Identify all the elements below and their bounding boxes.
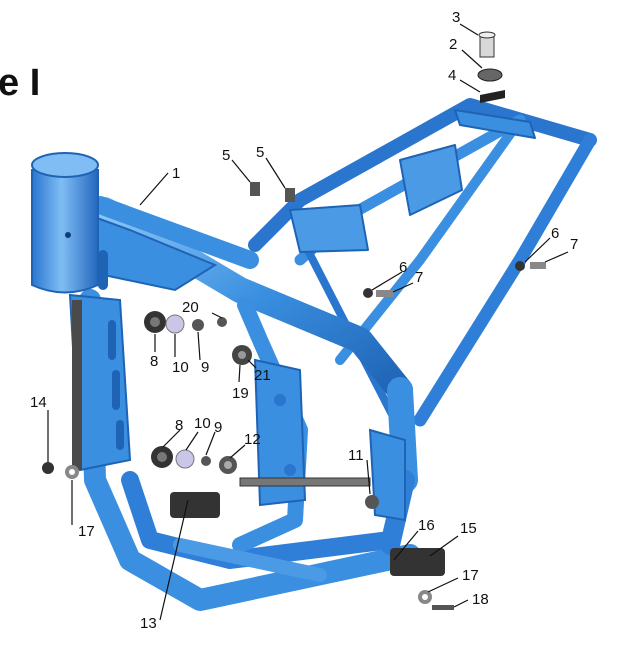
- callout-15: 15: [460, 520, 477, 537]
- callout-6b: 6: [399, 259, 407, 276]
- callout-1: 1: [172, 165, 180, 182]
- callout-6a: 6: [551, 225, 559, 242]
- callout-5b: 5: [256, 144, 264, 161]
- callout-21: 21: [254, 367, 271, 384]
- callout-17a: 17: [78, 523, 95, 540]
- callout-8a: 8: [150, 353, 158, 370]
- callout-labels: 1 2 3 4 5 5 6 6 7 7 8 8 9 9 10 10 11 12 …: [30, 9, 578, 632]
- headstock-gusset: [68, 208, 218, 472]
- callout-14: 14: [30, 394, 47, 411]
- callout-19: 19: [232, 385, 249, 402]
- pivot-area: [253, 358, 406, 522]
- callout-13: 13: [140, 615, 157, 632]
- callout-18: 18: [472, 591, 489, 608]
- callout-5a: 5: [222, 147, 230, 164]
- callout-9b: 9: [214, 419, 222, 436]
- callout-12: 12: [244, 431, 261, 448]
- callout-7b: 7: [415, 269, 423, 286]
- callout-11: 11: [348, 447, 364, 464]
- callout-3: 3: [452, 9, 460, 26]
- main-frame: [79, 98, 597, 611]
- callout-2: 2: [449, 36, 457, 53]
- callout-8b: 8: [175, 417, 183, 434]
- headstock-tube: [31, 152, 99, 294]
- callout-20: 20: [182, 299, 199, 316]
- callout-9a: 9: [201, 359, 209, 376]
- callout-16: 16: [418, 517, 435, 534]
- callout-4: 4: [448, 67, 456, 84]
- page-title-fragment: e I: [0, 62, 41, 104]
- callout-7a: 7: [570, 236, 578, 253]
- leader-lines: [47, 23, 569, 621]
- callout-17b: 17: [462, 567, 479, 584]
- callout-10b: 10: [194, 415, 211, 432]
- callout-10a: 10: [172, 359, 189, 376]
